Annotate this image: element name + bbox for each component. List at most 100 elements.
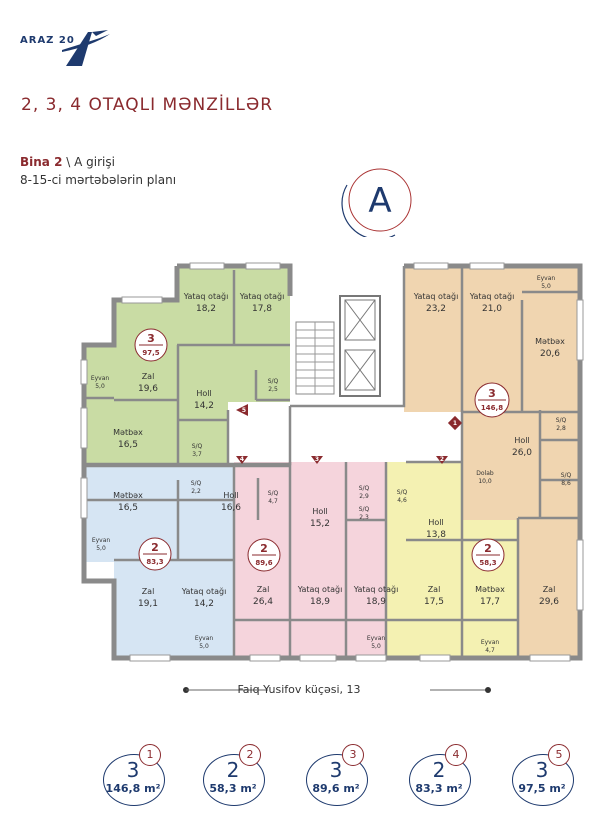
room-label: Eyvan xyxy=(91,375,110,382)
room-label: S/Q xyxy=(268,378,279,385)
room-area: 29,6 xyxy=(539,597,559,607)
room-label: S/Q xyxy=(561,472,572,479)
legend-area: 89,6 m² xyxy=(312,782,360,795)
legend-area: 58,3 m² xyxy=(209,782,257,795)
entrance-marker-4: 4 xyxy=(236,456,248,464)
building-entrance: Bina 2 \ A girişi xyxy=(20,155,115,169)
room-area: 17,7 xyxy=(480,597,500,607)
room-label: Holl xyxy=(514,436,529,445)
room-label: S/Q xyxy=(359,506,370,513)
room-area: 18,2 xyxy=(196,304,216,314)
room-area: 4,7 xyxy=(485,647,495,654)
room-area: 26,0 xyxy=(512,448,532,458)
room-area: 14,2 xyxy=(194,599,214,609)
entrance-number: 5 xyxy=(242,407,246,414)
entrance-marker-3: 3 xyxy=(311,456,323,464)
legend-index: 1 xyxy=(139,744,161,766)
room-area: 26,4 xyxy=(253,597,273,607)
legend-rooms: 3 xyxy=(535,758,549,782)
badge-area: 83,3 xyxy=(146,558,163,566)
badge-area: 58,3 xyxy=(479,559,496,567)
legend-rooms: 3 xyxy=(126,758,140,782)
badge-rooms: 3 xyxy=(488,387,496,400)
room-label: Yataq otağı xyxy=(297,585,343,594)
room-label: Holl xyxy=(312,507,327,516)
legend-rooms: 2 xyxy=(226,758,240,782)
legend-area: 83,3 m² xyxy=(415,782,463,795)
badge-rooms: 2 xyxy=(484,542,492,555)
room-area: 8,6 xyxy=(561,480,571,487)
room-area: 19,6 xyxy=(138,384,158,394)
entrance-number: 1 xyxy=(453,420,457,427)
room-area: 3,7 xyxy=(192,451,202,458)
legend-area: 97,5 m² xyxy=(518,782,566,795)
legend-rooms: 3 xyxy=(329,758,343,782)
room-label: Eyvan xyxy=(195,635,214,642)
stair-core xyxy=(290,266,404,406)
room-label: Zal xyxy=(142,372,155,381)
badge-rooms: 2 xyxy=(260,542,268,555)
entrance-emblem: A xyxy=(341,168,412,237)
entrance-marker-2: 2 xyxy=(436,456,448,464)
room-area: 10,0 xyxy=(478,478,492,485)
room-label: Yataq otağı xyxy=(413,292,459,301)
badge-area: 97,5 xyxy=(142,349,159,357)
badge-yellow: 2 58,3 xyxy=(471,538,505,572)
room-area: 2,9 xyxy=(359,493,369,500)
room-label: Holl xyxy=(223,491,238,500)
logo-text: ARAZ 20 xyxy=(20,35,75,46)
room-label: Eyvan xyxy=(537,275,556,282)
room-area: 18,9 xyxy=(366,597,386,607)
windows xyxy=(80,262,584,662)
room-label: Yataq otağı xyxy=(469,292,515,301)
room-area: 23,2 xyxy=(426,304,446,314)
inner-walls xyxy=(84,266,580,658)
legend-index: 2 xyxy=(239,744,261,766)
entrance-number: 4 xyxy=(240,456,244,463)
badge-rooms: 2 xyxy=(151,541,159,554)
room-label: Zal xyxy=(543,585,556,594)
logo-mark-icon xyxy=(62,30,110,66)
legend-index: 4 xyxy=(445,744,467,766)
street-line xyxy=(183,687,491,693)
room-area: 17,5 xyxy=(424,597,444,607)
room-area: 2,5 xyxy=(268,386,278,393)
room-area: 14,2 xyxy=(194,401,214,411)
street-name: Faiq Yusifov küçəsi, 13 xyxy=(237,683,361,696)
room-area: 5,0 xyxy=(371,643,381,650)
room-area: 15,2 xyxy=(310,519,330,529)
room-label: Eyvan xyxy=(367,635,386,642)
apartment-legend: 1 3 146,8 m² 2 2 58,3 m² 3 3 89,6 m² 4 2… xyxy=(0,742,598,812)
room-label: Mətbəx xyxy=(113,428,143,437)
badge-pink: 2 89,6 xyxy=(247,538,281,572)
room-label: S/Q xyxy=(268,490,279,497)
room-area: 13,8 xyxy=(426,530,446,540)
room-label: S/Q xyxy=(556,417,567,424)
legend-index: 3 xyxy=(342,744,364,766)
room-area: 5,0 xyxy=(199,643,209,650)
badge-area: 89,6 xyxy=(255,559,272,567)
room-area: 21,0 xyxy=(482,304,502,314)
room-label: Mətbəx xyxy=(113,491,143,500)
badge-area: 146,8 xyxy=(481,404,503,412)
room-label: S/Q xyxy=(359,485,370,492)
room-label: S/Q xyxy=(192,443,203,450)
room-label: Eyvan xyxy=(92,537,111,544)
entrance-number: 2 xyxy=(440,456,444,463)
building-label: Bina 2 xyxy=(20,155,63,169)
apartment-blue[interactable] xyxy=(84,466,290,656)
room-area: 4,6 xyxy=(397,497,407,504)
badge-orange: 3 146,8 xyxy=(474,382,510,418)
room-label: Yataq otağı xyxy=(239,292,285,301)
room-label: Eyvan xyxy=(481,639,500,646)
legend-area: 146,8 m² xyxy=(105,782,161,795)
room-area: 17,8 xyxy=(252,304,272,314)
room-area: 5,0 xyxy=(96,545,106,552)
room-area: 18,9 xyxy=(310,597,330,607)
badge-green: 3 97,5 xyxy=(134,328,168,362)
room-area: 16,6 xyxy=(221,503,241,513)
apartment-orange[interactable] xyxy=(404,266,580,658)
room-area: 19,1 xyxy=(138,599,158,609)
room-label: Mətbəx xyxy=(535,337,565,346)
